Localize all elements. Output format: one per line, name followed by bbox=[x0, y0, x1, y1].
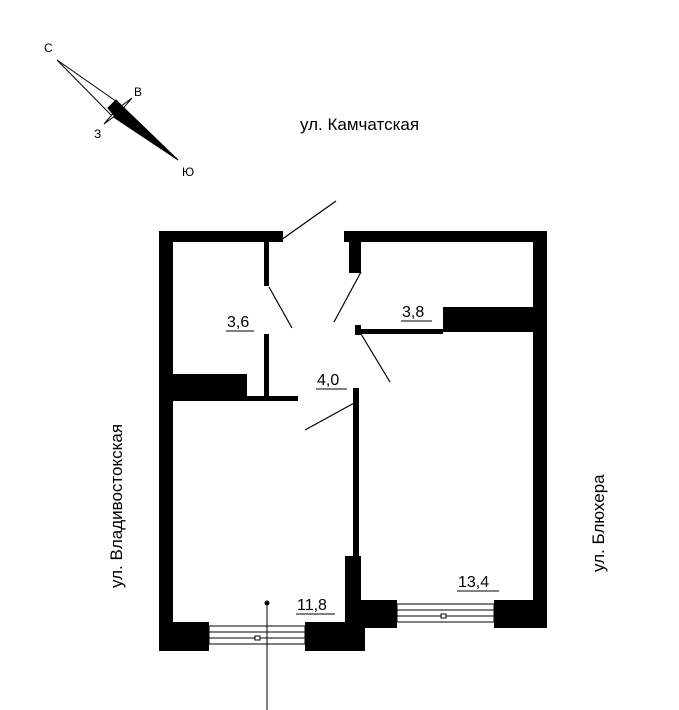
compass-label-n: С bbox=[44, 41, 53, 55]
room-area-bath-text: 3,8 bbox=[402, 304, 424, 321]
room-area-room-text: 11,8 bbox=[297, 597, 327, 614]
door-entrance bbox=[280, 200, 337, 241]
window-room bbox=[208, 625, 306, 645]
doors bbox=[268, 200, 391, 431]
walls bbox=[159, 231, 547, 651]
compass-label-s: Ю bbox=[182, 165, 194, 179]
wall-top-right bbox=[344, 231, 547, 242]
street-label-west: ул. Владивостокская bbox=[107, 424, 126, 588]
compass-needle-south bbox=[111, 103, 179, 161]
wall-bath-left-upper bbox=[349, 242, 361, 273]
room-area-room: 11,8 bbox=[296, 597, 335, 615]
window-kitchen bbox=[396, 603, 495, 623]
door-kitchen bbox=[360, 333, 391, 383]
wall-top-left bbox=[159, 231, 283, 242]
wall-bath-bottom-block bbox=[443, 307, 533, 332]
room-area-hall: 4,0 bbox=[316, 372, 347, 390]
room-area-hall-text: 4,0 bbox=[317, 372, 339, 389]
wall-bath-bottom bbox=[355, 329, 443, 334]
wall-left bbox=[159, 231, 173, 651]
street-label-north: ул. Камчатская bbox=[300, 115, 419, 134]
wall-toilet-right-upper bbox=[264, 242, 269, 286]
wall-bottom-right-b bbox=[494, 600, 547, 628]
wall-bottom-left-a bbox=[159, 622, 209, 651]
wall-toilet-bottom-block bbox=[173, 374, 247, 396]
compass-center bbox=[107, 99, 125, 119]
door-toilet bbox=[268, 286, 293, 329]
door-room bbox=[304, 401, 357, 431]
wall-right bbox=[533, 231, 547, 628]
wall-room-divider bbox=[353, 388, 359, 560]
street-label-east: ул. Блюхера bbox=[589, 474, 608, 572]
room-area-toilet-text: 3,6 bbox=[227, 314, 249, 331]
room-area-bath: 3,8 bbox=[401, 304, 432, 322]
room-area-kitchen: 13,4 bbox=[457, 574, 499, 592]
door-bath bbox=[333, 271, 362, 323]
compass-rose: С В Ю З bbox=[44, 41, 194, 179]
room-area-toilet: 3,6 bbox=[226, 314, 254, 332]
wall-toilet-bottom bbox=[173, 396, 298, 401]
wall-divider-bottom bbox=[345, 556, 361, 651]
compass-label-w: З bbox=[94, 127, 101, 141]
room-area-kitchen-text: 13,4 bbox=[458, 574, 489, 591]
compass-label-e: В bbox=[134, 85, 142, 99]
wall-toilet-right-lower bbox=[264, 334, 269, 396]
